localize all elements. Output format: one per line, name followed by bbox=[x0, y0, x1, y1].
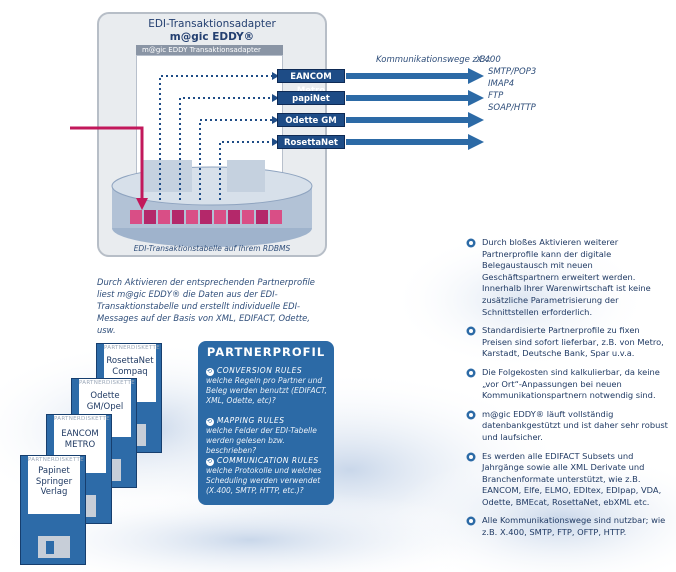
rule-communication: ⟲COMMUNICATION RULES welche Protokolle u… bbox=[206, 456, 334, 496]
benefit-text: Durch bloßes Aktivieren weiterer Partner… bbox=[482, 237, 651, 317]
benefit-text: Es werden alle EDIFACT Subsets und Jahrg… bbox=[482, 451, 661, 507]
rule-title: CONVERSION RULES bbox=[217, 366, 302, 375]
rule-title: COMMUNICATION RULES bbox=[217, 456, 319, 465]
profile-button-rosettanet[interactable]: RosettaNet bbox=[277, 135, 345, 149]
communication-arrows bbox=[346, 68, 484, 150]
benefit-item: Die Folgekosten sind kalkulierbar, da ke… bbox=[466, 367, 671, 402]
rule-text: welche Protokolle und welches Scheduling… bbox=[206, 466, 334, 496]
disk-shutter bbox=[38, 536, 70, 558]
profile-button-eancom-metro[interactable]: EANCOM Metro bbox=[277, 69, 345, 83]
communication-item: FTP bbox=[488, 91, 503, 101]
table-caption: EDI-Transaktionstabelle auf Ihrem RDBMS bbox=[97, 244, 327, 253]
disk-papinet-springer-verlag[interactable]: PARTNERDISKETTE Papinet Springer Verlag bbox=[20, 455, 86, 565]
partnerprofil-title: PARTNERPROFIL bbox=[198, 345, 334, 359]
rule-conversion: ⟲CONVERSION RULES welche Regeln pro Part… bbox=[206, 366, 334, 406]
adapter-description: Durch Aktivieren der entsprechenden Part… bbox=[97, 276, 329, 336]
profile-button-papinet[interactable]: papiNet bbox=[277, 91, 345, 105]
bullet-icon bbox=[466, 410, 476, 420]
benefit-item: Alle Kommunikationswege sind nutzbar; wi… bbox=[466, 515, 671, 538]
rule-icon: ⟲ bbox=[206, 368, 214, 376]
bullet-icon bbox=[466, 326, 476, 336]
communication-item: IMAP4 bbox=[488, 79, 514, 89]
benefit-item: m@gic EDDY® läuft vollständig datenbankg… bbox=[466, 409, 671, 444]
rule-title: MAPPING RULES bbox=[217, 416, 285, 425]
communication-item: SMTP/POP3 bbox=[488, 67, 536, 77]
disk-name: Papinet Springer Verlag bbox=[28, 466, 80, 498]
rule-icon: ⟲ bbox=[206, 458, 214, 466]
benefit-item: Es werden alle EDIFACT Subsets und Jahrg… bbox=[466, 451, 671, 509]
disk-caption: PARTNERDISKETTE bbox=[28, 457, 80, 463]
disk-name: EANCOM METRO bbox=[54, 429, 106, 450]
communication-title-text: Kommunikationswege z.B.: bbox=[376, 55, 491, 65]
rule-icon: ⟲ bbox=[206, 418, 214, 426]
disk-caption: PARTNERDISKETTE bbox=[79, 380, 131, 386]
rule-mapping: ⟲MAPPING RULES welche Felder der EDI-Tab… bbox=[206, 416, 334, 456]
benefit-item: Durch bloßes Aktivieren weiterer Partner… bbox=[466, 237, 671, 318]
disk-name: Odette GM/Opel bbox=[79, 391, 131, 412]
bullet-icon bbox=[466, 368, 476, 378]
rule-text: welche Felder der EDI-Tabelle werden gel… bbox=[206, 426, 334, 456]
communication-item: X.400 bbox=[476, 55, 501, 65]
bullet-icon bbox=[466, 452, 476, 462]
disk-caption: PARTNERDISKETTE bbox=[54, 416, 106, 422]
benefit-text: m@gic EDDY® läuft vollständig datenbankg… bbox=[482, 409, 668, 442]
disk-name: RosettaNet Compaq bbox=[104, 356, 156, 377]
communication-title: Kommunikationswege z.B.: bbox=[376, 55, 491, 65]
profile-button-odette-gm[interactable]: Odette GM bbox=[277, 113, 345, 127]
benefit-text: Standardisierte Partnerprofile zu fixen … bbox=[482, 325, 664, 358]
benefit-list: Durch bloßes Aktivieren weiterer Partner… bbox=[466, 237, 671, 546]
disk-label: PARTNERDISKETTE Papinet Springer Verlag bbox=[28, 456, 80, 514]
disk-slot bbox=[46, 541, 54, 554]
rule-text: welche Regeln pro Partner und Beleg werd… bbox=[206, 376, 334, 406]
benefit-text: Die Folgekosten sind kalkulierbar, da ke… bbox=[482, 367, 660, 400]
bullet-icon bbox=[466, 516, 476, 526]
communication-item: SOAP/HTTP bbox=[488, 103, 536, 113]
bullet-icon bbox=[466, 238, 476, 248]
benefit-text: Alle Kommunikationswege sind nutzbar; wi… bbox=[482, 515, 665, 537]
benefit-item: Standardisierte Partnerprofile zu fixen … bbox=[466, 325, 671, 360]
disk-caption: PARTNERDISKETTE bbox=[104, 345, 156, 351]
